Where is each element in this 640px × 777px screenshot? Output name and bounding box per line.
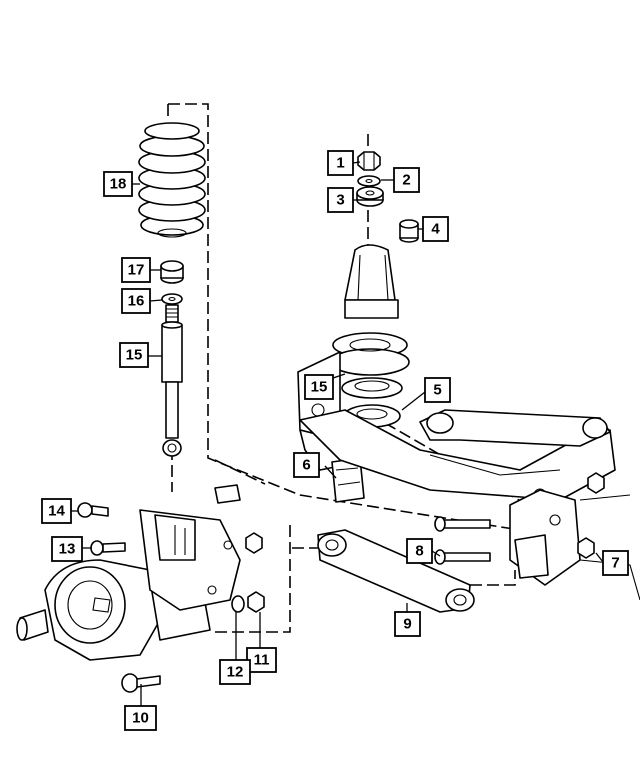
callout-17: 17 bbox=[121, 257, 151, 283]
callout-6: 6 bbox=[293, 452, 320, 478]
svg-text:11: 11 bbox=[254, 652, 270, 669]
spring-isolator bbox=[160, 260, 184, 284]
svg-text:8: 8 bbox=[415, 543, 423, 560]
callout-3: 3 bbox=[327, 187, 354, 213]
bolt-upper bbox=[434, 516, 491, 532]
track-bar bbox=[317, 529, 475, 613]
svg-text:2: 2 bbox=[402, 172, 410, 189]
bolt-13 bbox=[90, 540, 126, 556]
svg-text:4: 4 bbox=[431, 221, 440, 238]
svg-text:6: 6 bbox=[302, 457, 310, 474]
callout-8: 8 bbox=[406, 538, 433, 564]
callout-5: 5 bbox=[424, 377, 451, 403]
axle-lug bbox=[214, 484, 241, 504]
svg-text:18: 18 bbox=[110, 176, 127, 193]
svg-text:15: 15 bbox=[126, 347, 143, 364]
strut-bushing bbox=[356, 186, 384, 207]
nut-7 bbox=[577, 537, 595, 559]
callout-13: 13 bbox=[51, 536, 83, 562]
nut-upper-left bbox=[245, 532, 263, 554]
svg-text:5: 5 bbox=[433, 382, 441, 399]
nut-upper-right bbox=[587, 472, 605, 494]
frame-rail bbox=[299, 409, 616, 501]
callout-18: 18 bbox=[103, 171, 133, 197]
svg-text:13: 13 bbox=[59, 541, 76, 558]
leader-lines bbox=[71, 161, 604, 706]
washer-12 bbox=[231, 595, 245, 613]
callout-15-strut: 15 bbox=[304, 374, 334, 400]
svg-text:16: 16 bbox=[128, 293, 145, 310]
svg-text:15: 15 bbox=[311, 379, 328, 396]
callout-15-shock: 15 bbox=[119, 342, 149, 368]
nut-11 bbox=[247, 591, 265, 613]
svg-text:7: 7 bbox=[611, 555, 619, 572]
spring-seat bbox=[341, 377, 403, 399]
strut-washer bbox=[357, 175, 381, 187]
callout-9: 9 bbox=[394, 611, 421, 637]
washer bbox=[161, 293, 183, 305]
coil-spring bbox=[138, 122, 206, 238]
svg-text:10: 10 bbox=[132, 710, 149, 727]
bolt-8 bbox=[434, 549, 491, 565]
callout-14: 14 bbox=[41, 498, 72, 524]
svg-text:12: 12 bbox=[227, 664, 244, 681]
callout-10: 10 bbox=[124, 705, 157, 731]
callout-16: 16 bbox=[121, 288, 151, 314]
bolt-10 bbox=[121, 673, 161, 693]
callout-1: 1 bbox=[327, 150, 354, 176]
callout-4: 4 bbox=[422, 216, 449, 242]
svg-text:14: 14 bbox=[48, 503, 65, 520]
callout-2: 2 bbox=[393, 167, 420, 193]
strut-assembly bbox=[330, 244, 410, 376]
axle-bracket bbox=[139, 509, 241, 611]
bolt-14 bbox=[77, 502, 109, 518]
svg-text:17: 17 bbox=[128, 262, 145, 279]
strut-nut bbox=[357, 151, 381, 171]
svg-text:1: 1 bbox=[336, 155, 344, 172]
callout-12: 12 bbox=[219, 659, 251, 685]
svg-text:9: 9 bbox=[403, 616, 411, 633]
frame-mount-bracket bbox=[509, 489, 640, 601]
callout-7: 7 bbox=[602, 550, 629, 576]
shock-absorber bbox=[161, 304, 183, 457]
callout-11: 11 bbox=[246, 647, 277, 673]
svg-text:3: 3 bbox=[336, 192, 344, 209]
flange-nut bbox=[399, 219, 419, 243]
